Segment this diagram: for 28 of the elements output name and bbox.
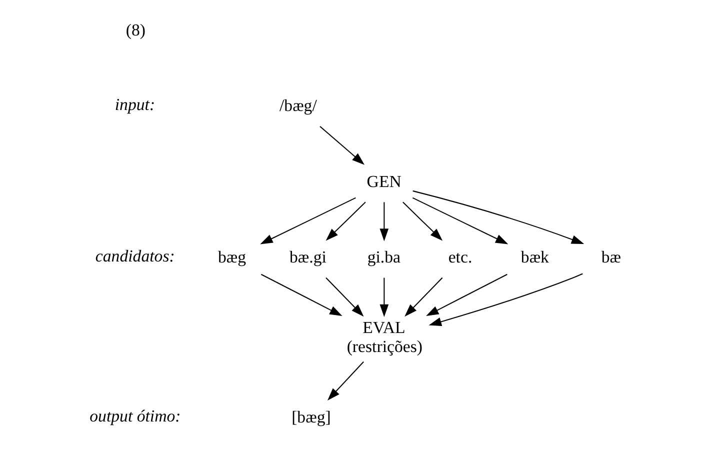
node-text: /bæg/ xyxy=(280,96,317,116)
node-text: GEN xyxy=(366,172,402,191)
arrow xyxy=(428,273,583,326)
arrow xyxy=(326,202,366,241)
node-text: gi.ba xyxy=(367,248,401,267)
label: output ótimo: xyxy=(90,406,181,426)
node-text: bæ.gi xyxy=(289,248,326,267)
arrow xyxy=(320,126,365,165)
arrow xyxy=(260,274,342,316)
label: input: xyxy=(114,95,156,114)
node-text: etc. xyxy=(448,248,472,267)
node-text: bæ xyxy=(601,248,622,267)
arrow xyxy=(412,197,508,244)
node-text: [bæg] xyxy=(292,408,331,427)
label: candidatos: xyxy=(95,246,175,266)
arrow xyxy=(412,190,584,244)
arrow xyxy=(380,278,389,318)
arrow xyxy=(327,361,364,400)
arrow xyxy=(380,202,389,242)
arrow xyxy=(404,277,443,317)
node-text: bæk xyxy=(520,248,549,267)
arrow xyxy=(426,274,508,316)
arrow xyxy=(326,277,364,317)
arrow xyxy=(402,202,443,241)
arrow xyxy=(260,197,356,244)
node-text: bæg xyxy=(218,248,246,267)
label: (8) xyxy=(126,20,146,40)
node-text: EVAL (restrições) xyxy=(346,318,423,356)
